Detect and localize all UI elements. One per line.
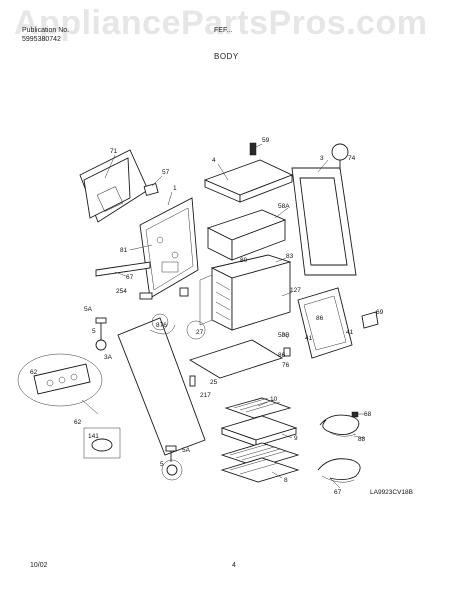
terminal-block-detail — [17, 353, 103, 415]
publication-label: Publication No. — [22, 27, 70, 34]
page-number: 4 — [232, 562, 236, 569]
watermark-logo: AppliancePartsPros.com — [14, 4, 428, 42]
callout-67: 67 — [126, 274, 134, 281]
callout-62-b: 62 — [74, 419, 82, 426]
callout-127: 127 — [290, 287, 301, 294]
footer-date: 10/02 — [30, 562, 48, 569]
callout-27: 27 — [196, 329, 204, 336]
callout-217: 217 — [200, 392, 211, 399]
clip-part-2 — [179, 287, 189, 297]
callout-1: 1 — [173, 185, 177, 192]
callout-81: 81 — [120, 247, 128, 254]
callout-68: 68 — [364, 411, 372, 418]
callout-5-top: 5 — [92, 328, 96, 335]
small-bracket-part — [283, 347, 291, 357]
callout-86: 86 — [316, 315, 324, 322]
callout-86-b: 86 — [278, 352, 286, 359]
callout-5a-top: 5A — [84, 306, 93, 313]
callout-3a: 3A — [104, 354, 113, 361]
callout-876: 876 — [156, 322, 167, 329]
callout-8: 8 — [284, 477, 288, 484]
callout-4: 4 — [212, 157, 216, 164]
leveling-leg-bottom — [161, 445, 183, 481]
clip-part — [139, 292, 153, 300]
callout-3: 3 — [320, 155, 324, 162]
callout-10: 10 — [270, 396, 278, 403]
knob-part — [331, 143, 349, 170]
callout-80: 80 — [240, 257, 248, 264]
bottom-panel-part — [188, 339, 284, 379]
bottom-rail-part — [95, 261, 151, 277]
callout-leaders — [104, 143, 365, 489]
oven-rack — [220, 442, 300, 483]
broiler-pan — [220, 415, 298, 447]
publication-number: 5995380742 — [22, 36, 61, 43]
back-panel-part — [79, 149, 149, 223]
leveling-leg-top — [95, 317, 107, 351]
oven-cavity-part — [199, 254, 292, 331]
callout-88: 88 — [358, 436, 366, 443]
section-title: BODY — [214, 52, 239, 61]
top-frame-part — [203, 142, 294, 203]
broil-element-part — [317, 458, 361, 483]
broiler-pan-insert — [224, 397, 292, 419]
callout-59: 59 — [262, 137, 270, 144]
hinge-part — [361, 311, 379, 329]
callout-41-b: 41 — [346, 329, 354, 336]
rear-frame-part — [139, 197, 199, 299]
bake-element-part — [319, 411, 360, 437]
callout-76: 76 — [282, 362, 290, 369]
oven-box-upper — [206, 209, 287, 261]
callout-254: 254 — [116, 288, 127, 295]
drawing-code: LA9923CV18B — [370, 489, 413, 496]
front-frame-part — [291, 167, 357, 276]
side-panel-part — [117, 317, 206, 456]
callout-58a: 58A — [278, 203, 290, 210]
callout-67-b: 67 — [334, 489, 342, 496]
callout-83: 83 — [286, 253, 294, 260]
door-part — [297, 287, 353, 359]
callout-69: 69 — [376, 309, 384, 316]
sensor-detail — [83, 427, 121, 459]
callout-71: 71 — [110, 148, 118, 155]
wire-harness-part — [149, 313, 206, 340]
callout-9: 9 — [294, 435, 298, 442]
model-number: FEF... — [214, 27, 233, 34]
switch-part — [189, 375, 196, 387]
callout-41-a: 41 — [305, 335, 313, 342]
callout-58b: 58B — [278, 332, 290, 339]
callout-57: 57 — [162, 169, 170, 176]
callout-62-a: 62 — [30, 369, 38, 376]
callout-5-bot: 5 — [160, 461, 164, 468]
callout-5a-bot: 5A — [182, 447, 191, 454]
callout-74: 74 — [348, 155, 356, 162]
bracket-part — [143, 183, 159, 196]
callout-141: 141 — [88, 433, 99, 440]
callout-25: 25 — [210, 379, 218, 386]
